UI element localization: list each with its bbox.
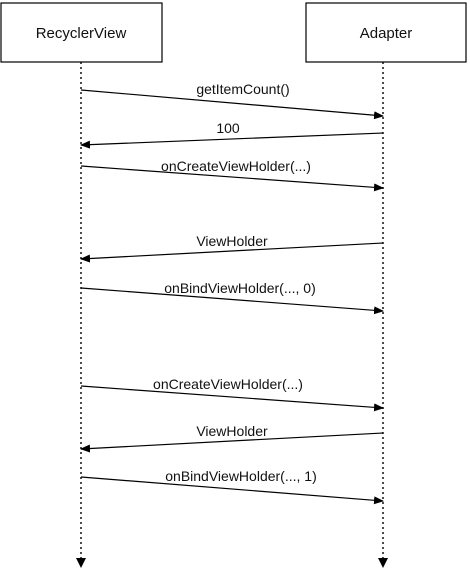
message-arrow bbox=[80, 89, 384, 120]
message: onBindViewHolder(..., 0) bbox=[80, 280, 384, 315]
message-label: onCreateViewHolder(...) bbox=[161, 158, 311, 174]
message-arrow bbox=[80, 432, 384, 453]
message-arrow bbox=[80, 132, 384, 149]
message-label: onBindViewHolder(..., 0) bbox=[164, 280, 315, 296]
message-arrow bbox=[80, 287, 384, 315]
message: ViewHolder bbox=[80, 233, 384, 263]
message-arrow bbox=[80, 242, 384, 263]
actor-recyclerview-box bbox=[0, 2, 163, 63]
actor-adapter: Adapter bbox=[305, 2, 467, 63]
lifeline-adapter-arrow-icon bbox=[378, 558, 388, 568]
message-label: 100 bbox=[216, 120, 240, 136]
message-arrow bbox=[80, 385, 384, 412]
actor-adapter-label: Adapter bbox=[360, 25, 413, 42]
message: onCreateViewHolder(...) bbox=[80, 158, 384, 192]
actor-recyclerview: RecyclerView bbox=[0, 2, 163, 63]
lifeline-recyclerview-arrow-icon bbox=[76, 558, 86, 568]
message-label: ViewHolder bbox=[196, 233, 268, 249]
message-arrow bbox=[80, 165, 384, 192]
message-arrow bbox=[80, 476, 384, 505]
actor-adapter-box bbox=[305, 2, 467, 63]
message-label: onCreateViewHolder(...) bbox=[153, 376, 303, 392]
message-label: onBindViewHolder(..., 1) bbox=[165, 468, 316, 484]
message: onCreateViewHolder(...) bbox=[80, 376, 384, 412]
message-label: getItemCount() bbox=[196, 81, 289, 97]
message: getItemCount() bbox=[80, 81, 384, 120]
message-label: ViewHolder bbox=[196, 423, 268, 439]
message: ViewHolder bbox=[80, 423, 384, 453]
message: 100 bbox=[80, 120, 384, 149]
message: onBindViewHolder(..., 1) bbox=[80, 468, 384, 505]
actor-recyclerview-label: RecyclerView bbox=[36, 25, 127, 42]
